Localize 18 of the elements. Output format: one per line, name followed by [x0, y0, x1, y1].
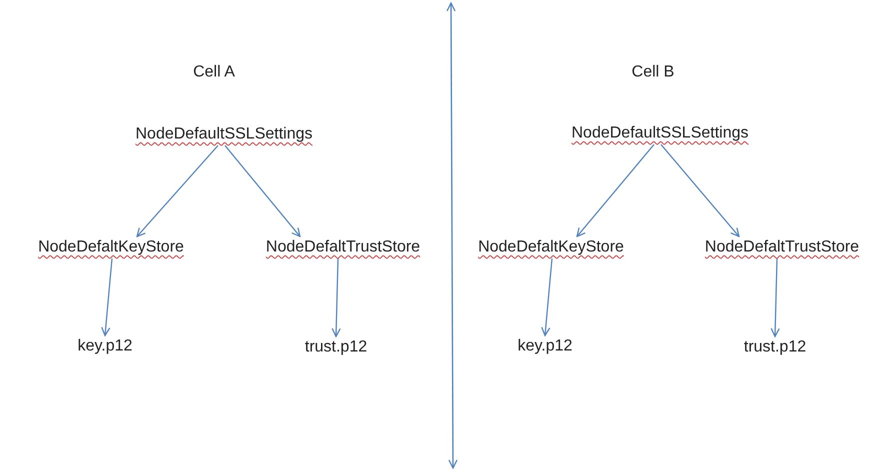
cell-label: Cell A [193, 62, 235, 82]
node-label: NodeDefaultSSLSettings [572, 124, 748, 142]
arrow [541, 258, 553, 336]
node-label: NodeDefaltTrustStore [704, 238, 860, 256]
node-label: key.p12 [78, 336, 132, 356]
arrow [224, 145, 301, 238]
arrow [136, 145, 218, 238]
node-label: NodeDefaltTrustStore [266, 238, 420, 256]
node-label: NodeDefaltKeyStore [38, 238, 184, 256]
node-label: trust.p12 [304, 338, 368, 356]
arrow [576, 144, 654, 238]
node-label: NodeDefaltKeyStore [478, 238, 624, 256]
cell-label: Cell B [632, 62, 674, 82]
node-label: trust.p12 [744, 338, 806, 356]
arrow [660, 144, 740, 238]
arrow [101, 258, 113, 336]
node-label: key.p12 [518, 336, 572, 356]
node-label: NodeDefaultSSLSettings [136, 124, 312, 144]
